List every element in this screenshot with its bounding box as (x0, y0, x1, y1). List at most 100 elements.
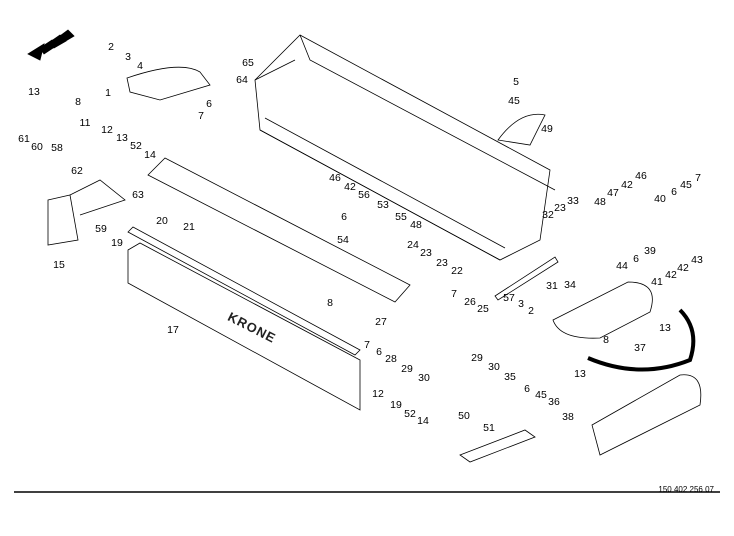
part-callout-5[interactable]: 5 (513, 76, 519, 88)
decal-51 (459, 429, 536, 463)
part-callout-2[interactable]: 2 (108, 41, 114, 53)
part-callout-50[interactable]: 50 (458, 410, 470, 422)
part-callout-7[interactable]: 7 (198, 110, 204, 122)
part-callout-29[interactable]: 29 (401, 363, 413, 375)
part-callout-26[interactable]: 26 (464, 296, 476, 308)
part-callout-42[interactable]: 42 (344, 181, 356, 193)
part-callout-55[interactable]: 55 (395, 211, 407, 223)
part-callout-30[interactable]: 30 (418, 372, 430, 384)
part-callout-22[interactable]: 22 (451, 265, 463, 277)
part-callout-6[interactable]: 6 (376, 346, 382, 358)
part-callout-45[interactable]: 45 (508, 95, 520, 107)
part-callout-8[interactable]: 8 (327, 297, 333, 309)
part-callout-42[interactable]: 42 (621, 179, 633, 191)
part-callout-20[interactable]: 20 (156, 215, 168, 227)
part-callout-63[interactable]: 63 (132, 189, 144, 201)
part-callout-27[interactable]: 27 (375, 316, 387, 328)
part-callout-7[interactable]: 7 (451, 288, 457, 300)
part-callout-12[interactable]: 12 (101, 124, 113, 136)
part-callout-33[interactable]: 33 (567, 195, 579, 207)
part-callout-34[interactable]: 34 (564, 279, 576, 291)
part-callout-53[interactable]: 53 (377, 199, 389, 211)
part-callout-13[interactable]: 13 (574, 368, 586, 380)
part-callout-2[interactable]: 2 (528, 305, 534, 317)
part-callout-64[interactable]: 64 (236, 74, 248, 86)
part-callout-41[interactable]: 41 (651, 276, 663, 288)
part-callout-37[interactable]: 37 (634, 342, 646, 354)
part-callout-54[interactable]: 54 (337, 234, 349, 246)
part-callout-13[interactable]: 13 (116, 132, 128, 144)
part-callout-19[interactable]: 19 (390, 399, 402, 411)
main-frame (254, 34, 556, 261)
part-callout-17[interactable]: 17 (167, 324, 179, 336)
part-callout-6[interactable]: 6 (341, 211, 347, 223)
part-callout-13[interactable]: 13 (28, 86, 40, 98)
part-callout-19[interactable]: 19 (111, 237, 123, 249)
rail-20 (127, 226, 361, 356)
part-callout-8[interactable]: 8 (603, 334, 609, 346)
part-callout-3[interactable]: 3 (518, 298, 524, 310)
part-callout-35[interactable]: 35 (504, 371, 516, 383)
part-callout-23[interactable]: 23 (554, 202, 566, 214)
part-callout-59[interactable]: 59 (95, 223, 107, 235)
part-callout-25[interactable]: 25 (477, 303, 489, 315)
part-callout-11[interactable]: 11 (79, 117, 91, 129)
panel-17 (127, 242, 361, 411)
part-callout-6[interactable]: 6 (206, 98, 212, 110)
part-callout-29[interactable]: 29 (471, 352, 483, 364)
part-callout-12[interactable]: 12 (372, 388, 384, 400)
part-callout-43[interactable]: 43 (691, 254, 703, 266)
part-callout-40[interactable]: 40 (654, 193, 666, 205)
part-callout-46[interactable]: 46 (635, 170, 647, 182)
part-callout-28[interactable]: 28 (385, 353, 397, 365)
part-callout-51[interactable]: 51 (483, 422, 495, 434)
part-callout-42[interactable]: 42 (677, 262, 689, 274)
part-callout-7[interactable]: 7 (364, 339, 370, 351)
part-callout-1[interactable]: 1 (105, 87, 111, 99)
part-callout-60[interactable]: 60 (31, 141, 43, 153)
part-callout-46[interactable]: 46 (329, 172, 341, 184)
part-callout-3[interactable]: 3 (125, 51, 131, 63)
part-callout-65[interactable]: 65 (242, 57, 254, 69)
part-callout-61[interactable]: 61 (18, 133, 30, 145)
part-callout-21[interactable]: 21 (183, 221, 195, 233)
part-callout-14[interactable]: 14 (144, 149, 156, 161)
part-callout-56[interactable]: 56 (358, 189, 370, 201)
part-callout-48[interactable]: 48 (594, 196, 606, 208)
part-callout-39[interactable]: 39 (644, 245, 656, 257)
part-callout-47[interactable]: 47 (607, 187, 619, 199)
part-callout-4[interactable]: 4 (137, 60, 143, 72)
part-callout-38[interactable]: 38 (562, 411, 574, 423)
part-callout-23[interactable]: 23 (420, 247, 432, 259)
part-callout-62[interactable]: 62 (71, 165, 83, 177)
part-callout-24[interactable]: 24 (407, 239, 419, 251)
part-callout-6[interactable]: 6 (524, 383, 530, 395)
part-callout-49[interactable]: 49 (541, 123, 553, 135)
part-callout-7[interactable]: 7 (695, 172, 701, 184)
part-callout-6[interactable]: 6 (671, 186, 677, 198)
part-callout-52[interactable]: 52 (404, 408, 416, 420)
part-callout-14[interactable]: 14 (417, 415, 429, 427)
part-callout-23[interactable]: 23 (436, 257, 448, 269)
part-callout-42[interactable]: 42 (665, 269, 677, 281)
part-callout-45[interactable]: 45 (680, 179, 692, 191)
plate-21 (147, 157, 411, 303)
part-callout-52[interactable]: 52 (130, 140, 142, 152)
part-callout-36[interactable]: 36 (548, 396, 560, 408)
part-callout-13[interactable]: 13 (659, 322, 671, 334)
part-callout-45[interactable]: 45 (535, 389, 547, 401)
part-callout-6[interactable]: 6 (633, 253, 639, 265)
part-callout-57[interactable]: 57 (503, 292, 515, 304)
part-callout-30[interactable]: 30 (488, 361, 500, 373)
part-callout-58[interactable]: 58 (51, 142, 63, 154)
part-callout-48[interactable]: 48 (410, 219, 422, 231)
part-callout-8[interactable]: 8 (75, 96, 81, 108)
shield-49 (497, 113, 546, 146)
part-callout-44[interactable]: 44 (616, 260, 628, 272)
bracket-31 (494, 256, 559, 301)
deflector-15 (47, 179, 126, 246)
part-callout-31[interactable]: 31 (546, 280, 558, 292)
part-callout-32[interactable]: 32 (542, 209, 554, 221)
part-callout-15[interactable]: 15 (53, 259, 65, 271)
